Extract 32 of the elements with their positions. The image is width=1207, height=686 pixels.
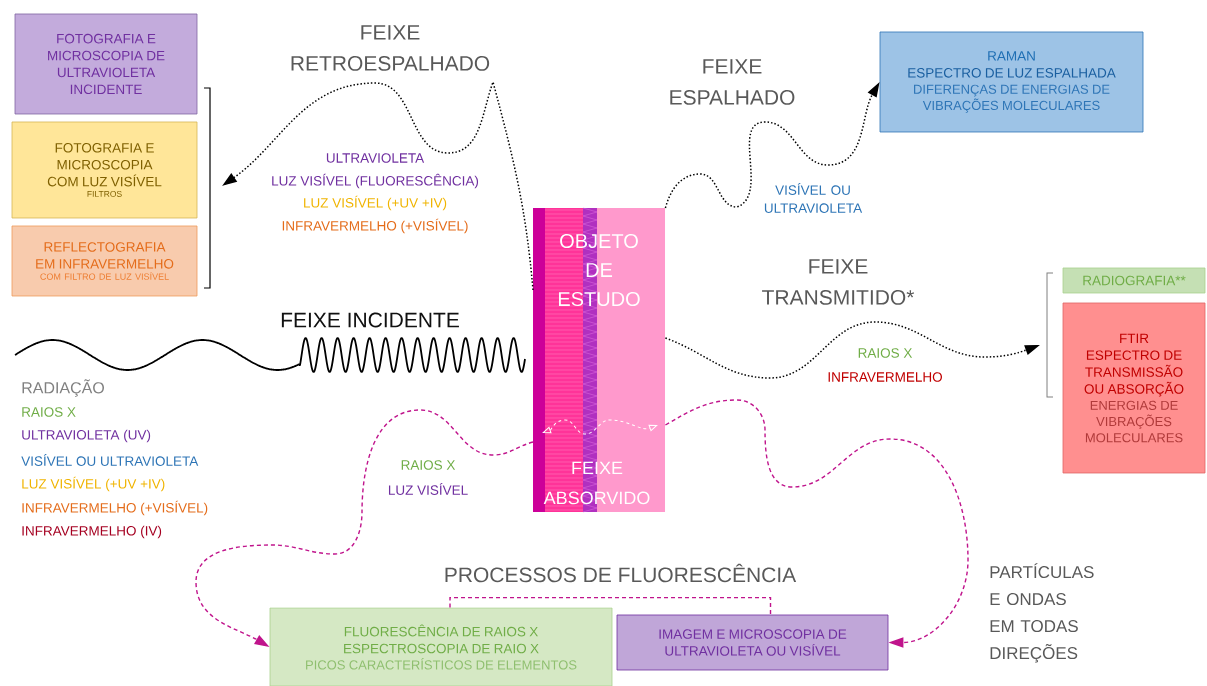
radiation-label: INFRAVERMELHO (IV) <box>22 525 162 539</box>
heading: FEIXE ESPALHADO <box>670 59 795 105</box>
radiation-label: RAIOS X <box>858 348 913 358</box>
radiation-label: RAIOS X <box>22 407 76 417</box>
arrow <box>664 399 969 648</box>
method-box: FOTOGRAFIA E MICROSCOPIA COM LUZ VISÍVEL FILTROS <box>11 121 198 219</box>
heading: PARTÍCULAS E ONDAS EM TODAS DIREÇÕES <box>990 563 1094 663</box>
heading: RADIAÇÃO <box>22 379 104 397</box>
radiation-label: RAIOS X <box>401 460 456 470</box>
radiation-label: ULTRAVIOLETA (UV) <box>22 429 151 443</box>
radiation-label: VISÍVEL OU ULTRAVIOLETA <box>764 183 863 213</box>
heading: FEIXE INCIDENTE <box>281 312 459 328</box>
method-box: FOTOGRAFIA E MICROSCOPIA DE ULTRAVIOLETA INCIDENTE <box>14 13 198 115</box>
heading: PROCESSOS DE FLUORESCÊNCIA <box>445 563 797 583</box>
radiation-label: LUZ VISÍVEL (FLUORESCÊNCIA) <box>272 173 479 189</box>
technique-box: FTIR ESPECTRO DE TRANSMISSÃO OU ABSORÇÃO ENERGIAS DE VIBRAÇÕES MOLECULARES <box>1062 302 1206 474</box>
method-box: REFLECTOGRAFIA EM INFRAVERMELHO COM FILTRO DE LUZ VISÍVEL <box>11 225 198 297</box>
radiation-label: LUZ VISÍVEL (+UV +IV) <box>304 195 447 211</box>
heading: FEIXE TRANSMITIDO* <box>762 259 915 305</box>
radiation-label: LUZ VISÍVEL <box>389 483 468 495</box>
radiation-label: INFRAVERMELHO (+VISÍVEL) <box>22 500 208 516</box>
radiation-label: VISÍVEL OU ULTRAVIOLETA <box>21 454 199 466</box>
technique-box: RAMAN ESPECTRO DE LUZ ESPALHADA DIFERENÇAS DE ENERGIAS DE VIBRAÇÕES MOLECULARES <box>879 31 1144 133</box>
radiation-label: INFRAVERMELHO (+VISÍVEL) <box>282 218 468 234</box>
radiation-label: ULTRAVIOLETA <box>326 153 425 163</box>
radiation-label: INFRAVERMELHO <box>828 372 942 382</box>
technique-box: IMAGEM E MICROSCOPIA DE ULTRAVIOLETA OU VISÍVEL <box>616 614 889 671</box>
arrow <box>195 409 534 647</box>
radiation-label: LUZ VISÍVEL (+UV +IV) <box>22 476 165 492</box>
technique-box: RADIOGRAFIA** <box>1062 267 1206 294</box>
technique-box: FLUORESCÊNCIA DE RAIOS X ESPECTROSCOPIA DE RAIO X PICOS CARACTERÍSTICOS DE ELEMENTOS <box>269 607 613 686</box>
heading: FEIXE RETROESPALHADO <box>291 25 490 71</box>
